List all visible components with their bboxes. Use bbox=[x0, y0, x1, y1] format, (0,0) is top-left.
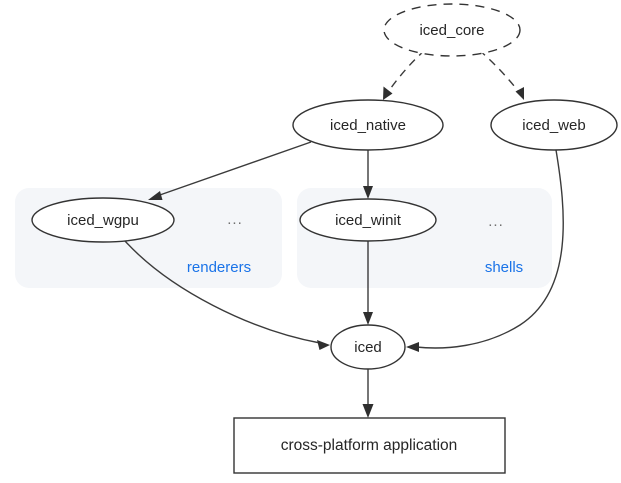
node-iced-winit-ellipse[interactable] bbox=[299, 198, 437, 242]
cluster-shells-label: shells bbox=[485, 259, 523, 276]
node-iced-winit[interactable]: iced_winit bbox=[299, 198, 437, 242]
node-iced-wgpu[interactable]: iced_wgpu bbox=[31, 197, 175, 243]
node-iced-native-ellipse[interactable] bbox=[292, 99, 444, 151]
node-iced-core-label: iced_core bbox=[419, 22, 484, 39]
edge-path-core-web bbox=[478, 49, 520, 93]
arrowhead-winit-iced bbox=[363, 312, 373, 325]
node-iced-wgpu-ellipse[interactable] bbox=[31, 197, 175, 243]
edge-path-core-native bbox=[387, 49, 426, 93]
edge-path-native-wgpu bbox=[156, 141, 312, 197]
cluster-renderers-ellipsis: ... bbox=[227, 211, 243, 228]
arrowhead-native-winit bbox=[363, 186, 373, 199]
node-cross-platform-application[interactable]: cross-platform application bbox=[233, 417, 506, 474]
edge-path-web-iced bbox=[415, 149, 564, 349]
node-iced-web[interactable]: iced_web bbox=[490, 99, 618, 151]
arrowhead-native-wgpu bbox=[148, 191, 163, 200]
edge-iced-core-to-iced-native bbox=[383, 49, 426, 100]
node-iced-label: iced bbox=[354, 339, 382, 356]
node-application-label: cross-platform application bbox=[281, 437, 458, 454]
node-iced-winit-label: iced_winit bbox=[335, 212, 402, 229]
arrowhead-wgpu-iced bbox=[317, 340, 330, 350]
edge-iced-web-to-iced bbox=[406, 149, 564, 352]
edge-iced-native-to-iced-wgpu bbox=[148, 141, 312, 200]
cluster-renderers-label: renderers bbox=[187, 259, 251, 276]
arrowhead-iced-app bbox=[362, 404, 374, 418]
node-iced-core-ellipse[interactable] bbox=[383, 3, 521, 57]
edge-iced-winit-to-iced bbox=[363, 241, 373, 325]
node-iced-web-ellipse[interactable] bbox=[490, 99, 618, 151]
node-iced[interactable]: iced bbox=[330, 324, 406, 370]
edge-iced-core-to-iced-web bbox=[478, 49, 524, 100]
node-iced-native[interactable]: iced_native bbox=[292, 99, 444, 151]
node-iced-web-label: iced_web bbox=[522, 117, 585, 134]
edge-iced-to-application bbox=[362, 369, 374, 418]
node-application-rect[interactable] bbox=[233, 417, 506, 474]
node-iced-core[interactable]: iced_core bbox=[383, 3, 521, 57]
edge-iced-wgpu-to-iced bbox=[124, 240, 330, 350]
edge-iced-native-to-iced-winit bbox=[363, 150, 373, 199]
edge-path-wgpu-iced bbox=[124, 240, 321, 344]
node-iced-ellipse[interactable] bbox=[330, 324, 406, 370]
node-iced-wgpu-label: iced_wgpu bbox=[67, 212, 139, 229]
arrowhead-core-native bbox=[383, 86, 393, 100]
arrowhead-core-web bbox=[515, 87, 524, 100]
cluster-shells-ellipsis: ... bbox=[488, 213, 504, 230]
arrowhead-web-iced bbox=[406, 342, 419, 352]
node-iced-native-label: iced_native bbox=[330, 117, 406, 134]
